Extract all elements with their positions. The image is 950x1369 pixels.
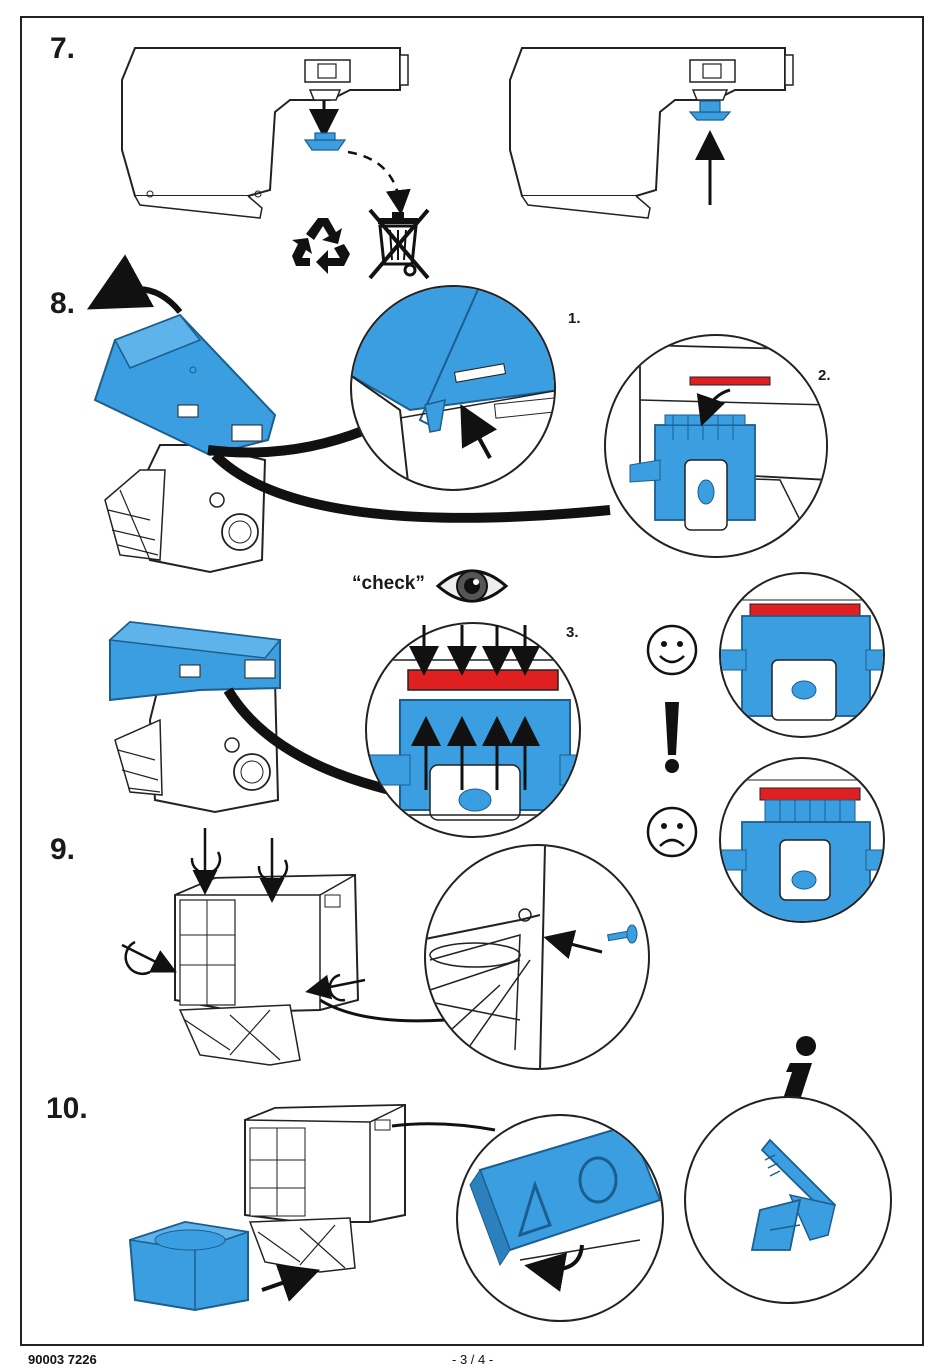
zoom-detail-1 [350,285,576,500]
zoom-detail-cover [457,1115,663,1321]
zoom-detail-3 [360,623,600,837]
eye-icon [438,571,506,601]
result-ok-detail [718,573,894,737]
step-10-unit [130,1105,405,1310]
step-7-unit-right [510,48,793,218]
result-not-ok-detail [718,758,894,922]
zoom-detail-2 [605,335,830,557]
crossed-bin-icon [370,210,428,278]
step-9-unit [175,875,358,1065]
step-7-unit-left [122,48,408,218]
zoom-detail-screw [420,845,649,1070]
exclamation-icon [665,702,679,773]
smiley-sad-icon [648,808,696,856]
step-8-unit-tilted [95,315,275,572]
smiley-happy-icon [648,626,696,674]
rotate-arrow [108,289,180,312]
zoom-detail-info [685,1097,891,1303]
recycle-icon [292,218,350,274]
